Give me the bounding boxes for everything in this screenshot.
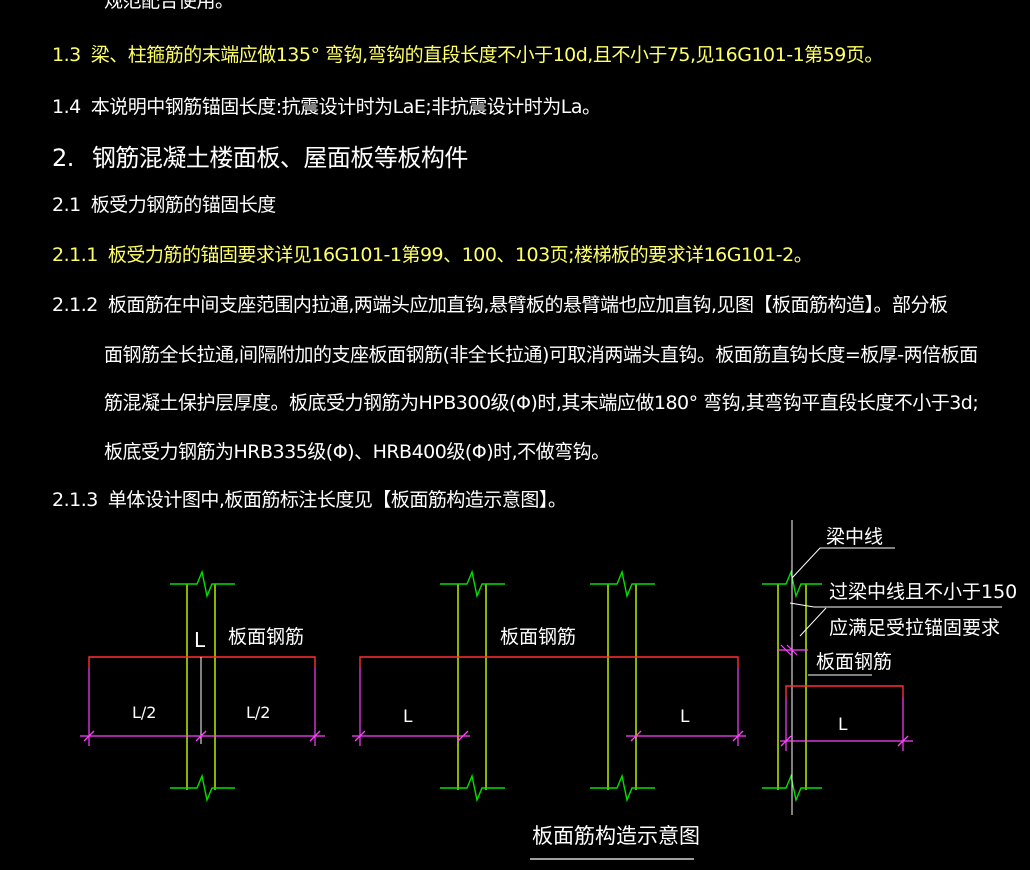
spec-section-2: 2. 钢筋混凝土楼面板、屋面板等板构件 (52, 138, 468, 173)
label-rebar: 板面钢筋 (228, 626, 304, 648)
spec-item-text: 板面筋在中间支座范围内拉通,两端头应加直钩,悬臂板的悬臂端也应加直钩,见图【板面… (107, 294, 948, 316)
dim-tick (780, 735, 792, 747)
figure-3: 梁中线 过梁中线且不小于150 应满足受拉锚固要求 板面钢筋 L (762, 520, 1017, 815)
label-left-L: L (403, 707, 413, 727)
spec-item-number: 1.3 (52, 44, 81, 66)
text-top-partial: 规范配合使用。 (104, 0, 234, 12)
figure-2: 板面钢筋 L L (352, 569, 746, 803)
label-half-left: L/2 (132, 703, 156, 722)
spec-item-number: 2.1.3 (52, 489, 98, 511)
spec-item-2-1-2: 2.1.2 板面筋在中间支座范围内拉通,两端头应加直钩,悬臂板的悬臂端也应加直钩,… (52, 290, 948, 317)
spec-item-2-1-3: 2.1.3 单体设计图中,板面筋标注长度见【板面筋构造示意图】。 (52, 485, 567, 512)
top-rebar-red (785, 685, 904, 697)
spec-item-text: 本说明中钢筋锚固长度:抗震设计时为LaE;非抗震设计时为La。 (90, 96, 601, 118)
spec-item-1-3: 1.3 梁、柱箍筋的末端应做135° 弯钩,弯钩的直段长度不小于10d,且不小于7… (52, 40, 883, 67)
spec-item-2-1-2-cont-2: 筋混凝土保护层厚度。板底受力钢筋为HPB300级(Φ)时,其末端应做180° 弯… (104, 392, 979, 414)
break-mark-top (440, 569, 505, 599)
label-note2: 应满足受拉锚固要求 (829, 617, 1000, 639)
dim-tick (897, 735, 909, 747)
label-rebar: 板面钢筋 (816, 651, 892, 673)
dim-tick (630, 730, 642, 742)
dim-tick (195, 730, 207, 742)
spec-item-number: 2. (52, 144, 74, 172)
dim-tick (309, 730, 321, 742)
label-rebar: 板面钢筋 (500, 626, 576, 648)
spec-item-text: 板受力钢筋的锚固长度 (90, 194, 277, 216)
top-rebar-red (359, 656, 739, 668)
break-mark-bottom (440, 773, 505, 803)
label-right-L: L (680, 707, 690, 727)
label-half-right: L/2 (246, 703, 270, 722)
leader-line-note1 (789, 602, 1002, 608)
spec-item-text: 钢筋混凝土楼面板、屋面板等板构件 (91, 144, 469, 172)
spec-item-number: 2.1.2 (52, 294, 98, 316)
break-mark-top (762, 569, 822, 599)
break-mark-top (590, 569, 655, 599)
label-L: L (838, 715, 848, 735)
small-dim-tick (780, 644, 792, 656)
small-dim-tick (786, 644, 798, 656)
dim-tick (732, 730, 744, 742)
break-mark-top (170, 569, 235, 599)
dim-tick (457, 730, 469, 742)
spec-item-number: 2.1.1 (52, 244, 98, 266)
spec-item-text: 梁、柱箍筋的末端应做135° 弯钩,弯钩的直段长度不小于10d,且不小于75,见… (90, 44, 884, 66)
spec-item-text: 单体设计图中,板面筋标注长度见【板面筋构造示意图】。 (107, 489, 567, 511)
break-mark-bottom (170, 773, 235, 803)
figure-1: L 板面钢筋 L/2 L/2 (80, 569, 325, 803)
label-beam-centerline: 梁中线 (826, 526, 883, 548)
label-L: L (194, 628, 206, 652)
leader-line-centerline (791, 547, 895, 579)
dim-tick (354, 730, 366, 742)
break-mark-bottom (762, 773, 822, 803)
break-mark-bottom (590, 773, 655, 803)
top-rebar-red (88, 656, 316, 668)
spec-item-2-1: 2.1 板受力钢筋的锚固长度 (52, 190, 276, 217)
leader-line-note2 (799, 607, 827, 637)
spec-item-text: 板受力筋的锚固要求详见16G101-1第99、100、103页;楼梯板的要求详1… (107, 244, 813, 266)
label-note1: 过梁中线且不小于150 (829, 581, 1017, 603)
diagram-title: 板面筋构造示意图 (532, 824, 700, 848)
spec-item-number: 2.1 (52, 194, 81, 216)
spec-item-2-1-2-cont-1: 面钢筋全长拉通,间隔附加的支座板面钢筋(非全长拉通)可取消两端头直钩。板面筋直钩… (104, 344, 978, 366)
dim-tick (83, 730, 95, 742)
spec-item-2-1-2-cont-3: 板底受力钢筋为HRB335级(Φ)、HRB400级(Φ)时,不做弯钩。 (104, 441, 610, 463)
spec-item-number: 1.4 (52, 96, 81, 118)
spec-item-1-4: 1.4 本说明中钢筋锚固长度:抗震设计时为LaE;非抗震设计时为La。 (52, 92, 601, 119)
spec-item-2-1-1: 2.1.1 板受力筋的锚固要求详见16G101-1第99、100、103页;楼梯板… (52, 240, 813, 267)
